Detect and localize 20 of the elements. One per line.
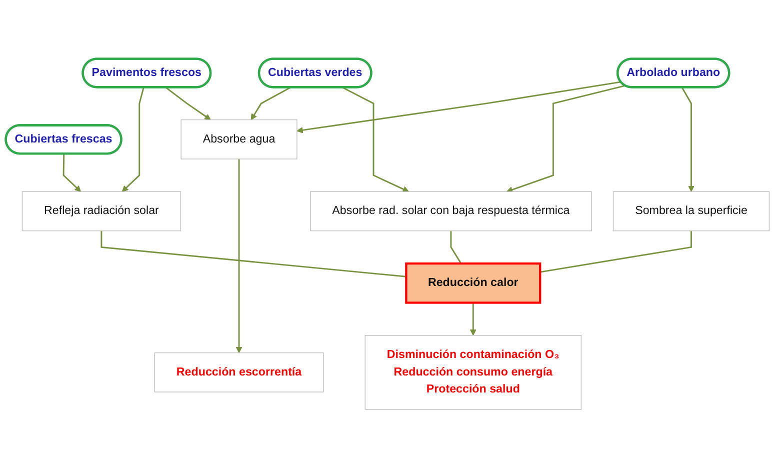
arrow [470, 302, 476, 336]
node-box: Reducción escorrentía [154, 352, 324, 392]
arrow [506, 84, 626, 193]
connector [450, 230, 462, 264]
arrow [236, 158, 242, 353]
arrow [681, 87, 694, 192]
node-box: Refleja radiación solar [22, 191, 182, 232]
arrow [165, 86, 211, 120]
node-box: Disminución contaminación O₃ Reducción consumo energía Protección salud [364, 334, 582, 410]
arrow [342, 86, 409, 192]
node-box: Absorbe agua [180, 119, 298, 160]
arrow [250, 86, 291, 120]
node-box: Sombrea la superficie [612, 191, 770, 232]
arrow [62, 154, 82, 192]
node-box: Reducción calor [405, 262, 542, 304]
arrow [296, 81, 621, 134]
arrow [122, 87, 144, 192]
connector [100, 230, 406, 278]
connector [540, 230, 692, 273]
node-box: Absorbe rad. solar con baja respuesta térmica [310, 191, 592, 232]
